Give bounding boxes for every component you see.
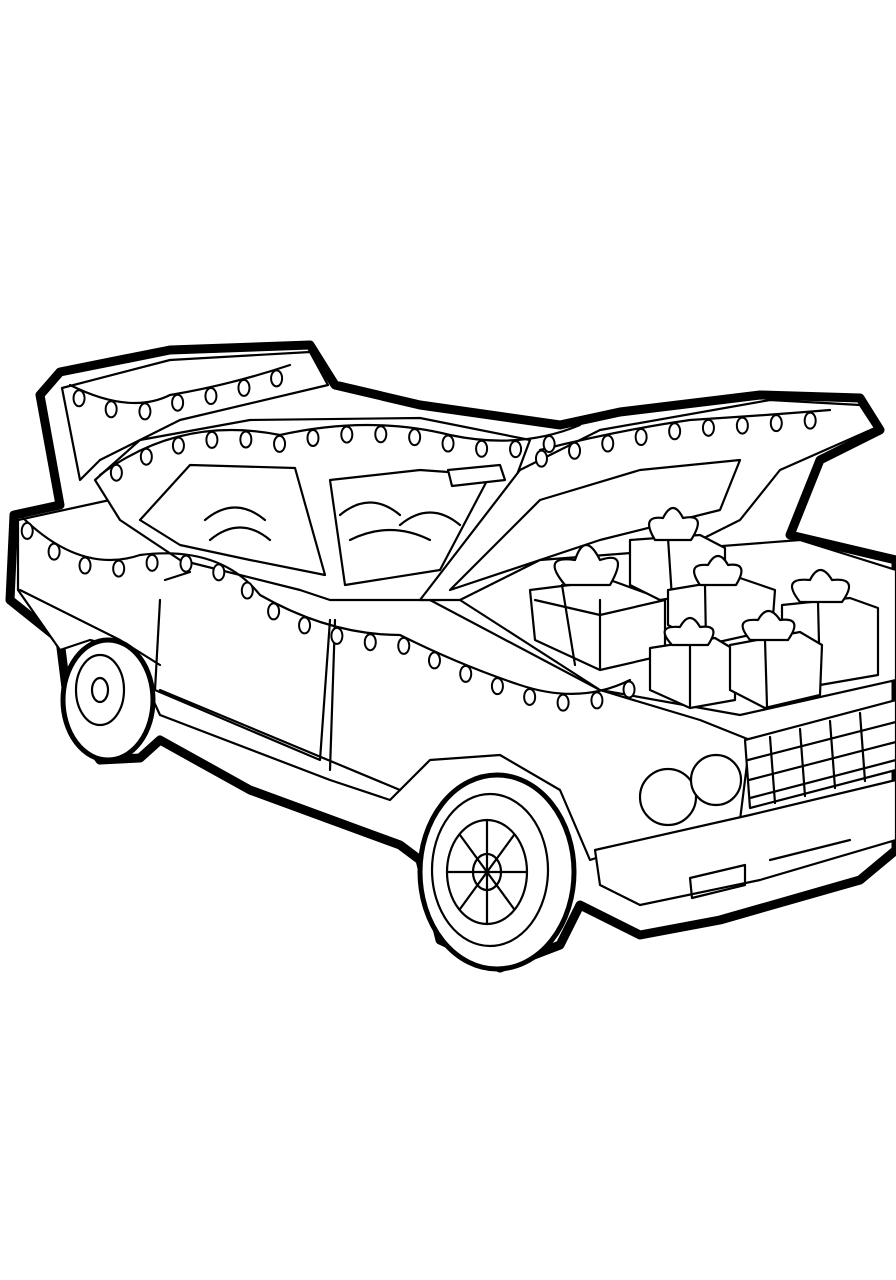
hood-inner (448, 458, 742, 592)
light-bulb (171, 436, 185, 455)
gift-boxes (528, 506, 880, 710)
front-bumper (593, 778, 896, 907)
light-bulb (634, 427, 648, 446)
light-bulb (668, 422, 682, 441)
light-bulb (112, 559, 126, 578)
light-bulb (408, 428, 422, 447)
light-string (18, 513, 632, 695)
headlight-inner (689, 753, 743, 807)
grille-lines (746, 711, 896, 805)
light-bulb (47, 542, 61, 561)
rearview-mirror (446, 463, 507, 488)
rear-window (138, 463, 327, 577)
light-bulb (139, 447, 153, 466)
light-bulb (622, 680, 636, 699)
light-bulb (374, 425, 388, 444)
light-bulb (240, 581, 254, 600)
light-bulb (340, 425, 354, 444)
gift-box (648, 616, 737, 710)
light-bulb (267, 602, 281, 621)
light-bulb (109, 463, 123, 482)
light-bulb (78, 556, 92, 575)
light-bulb (701, 418, 715, 437)
light-bulb (363, 633, 377, 652)
light-bulb (330, 626, 344, 645)
trunk-lid (60, 350, 330, 482)
light-bulb (475, 439, 489, 458)
light-bulb (237, 378, 251, 397)
door-lines (18, 570, 402, 792)
light-bulb (179, 554, 193, 573)
light-bulb (523, 687, 537, 706)
light-bulb (20, 521, 34, 540)
light-bulb (590, 691, 604, 710)
light-bulb (212, 563, 226, 582)
gift-box (728, 609, 824, 710)
light-bulb (803, 411, 817, 430)
light-bulb (441, 434, 455, 453)
light-bulb (534, 449, 548, 468)
bumper-slots (688, 838, 852, 900)
light-bulb (171, 393, 185, 412)
light-bulb (239, 430, 253, 449)
light-bulb (205, 430, 219, 449)
light-bulb (397, 636, 411, 655)
light-bulb (509, 440, 523, 459)
light-bulb (270, 369, 284, 388)
gift-box (528, 543, 667, 672)
seats (203, 501, 462, 542)
light-bulb (556, 693, 570, 712)
light-bulb (145, 553, 159, 572)
rear-wheel (60, 637, 156, 763)
light-bulb (138, 402, 152, 421)
headlight-outer (638, 767, 698, 827)
light-bulb (601, 434, 615, 453)
light-bulb (306, 428, 320, 447)
front-window (328, 468, 492, 587)
light-bulb (459, 664, 473, 683)
light-bulb (769, 414, 783, 433)
front-wheel (417, 772, 577, 972)
light-bulb (72, 389, 86, 408)
christmas-lights (20, 369, 817, 712)
light-bulb (490, 677, 504, 696)
light-bulb (298, 616, 312, 635)
light-bulb (542, 435, 556, 454)
light-bulb (427, 651, 441, 670)
light-bulb (568, 441, 582, 460)
light-bulb (273, 434, 287, 453)
light-bulb (204, 387, 218, 406)
light-bulb (735, 416, 749, 435)
light-bulb (104, 400, 118, 419)
grille (743, 698, 896, 810)
